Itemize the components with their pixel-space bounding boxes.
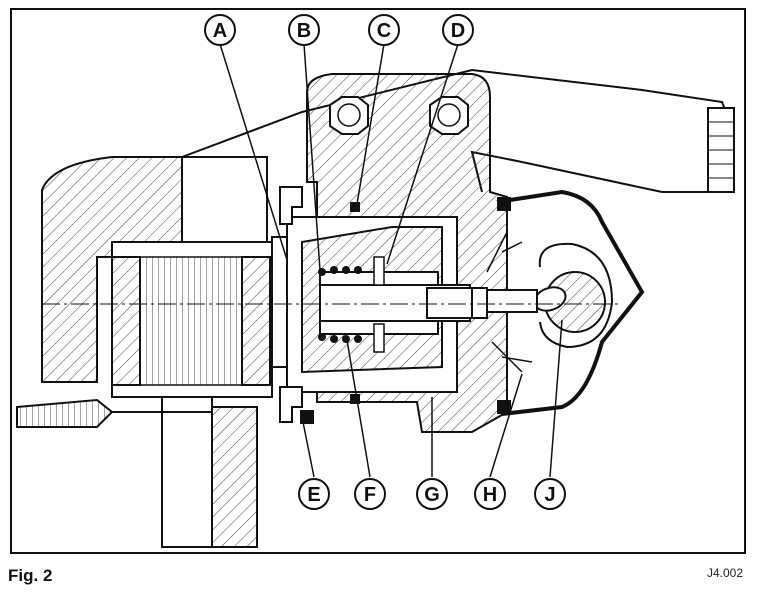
adjuster-spring xyxy=(318,256,385,353)
callout-A: A xyxy=(204,14,236,46)
callout-D-label: D xyxy=(451,20,465,42)
callout-E-label: E xyxy=(307,484,320,506)
caliper-cross-section-drawing: A B C D E F G H J xyxy=(16,14,735,548)
callout-B-label: B xyxy=(297,20,311,42)
callout-H: H xyxy=(474,478,506,510)
callout-A-label: A xyxy=(213,20,227,42)
callout-H-label: H xyxy=(483,484,497,506)
callout-G: G xyxy=(416,478,448,510)
diagram-frame: A B C D E F G H J xyxy=(10,8,746,554)
callout-E: E xyxy=(298,478,330,510)
figure-label: Fig. 2 xyxy=(8,566,53,585)
callout-C-label: C xyxy=(377,20,391,42)
brake-disc xyxy=(16,241,273,548)
callout-D: D xyxy=(442,14,474,46)
housing-bolt-right xyxy=(429,96,469,135)
housing-bolt-left xyxy=(329,96,369,135)
callout-F-label: F xyxy=(364,484,376,506)
callout-C: C xyxy=(368,14,400,46)
callout-J: J xyxy=(534,478,566,510)
leader-lines xyxy=(219,43,563,478)
callout-G-label: G xyxy=(424,484,440,506)
reference-code: J4.002 xyxy=(706,566,743,580)
callout-F: F xyxy=(354,478,386,510)
seals xyxy=(279,186,360,424)
handbrake-cam-cover xyxy=(486,189,645,416)
callout-B: B xyxy=(288,14,320,46)
callout-J-label: J xyxy=(544,484,555,506)
cam-shaft xyxy=(486,242,614,349)
